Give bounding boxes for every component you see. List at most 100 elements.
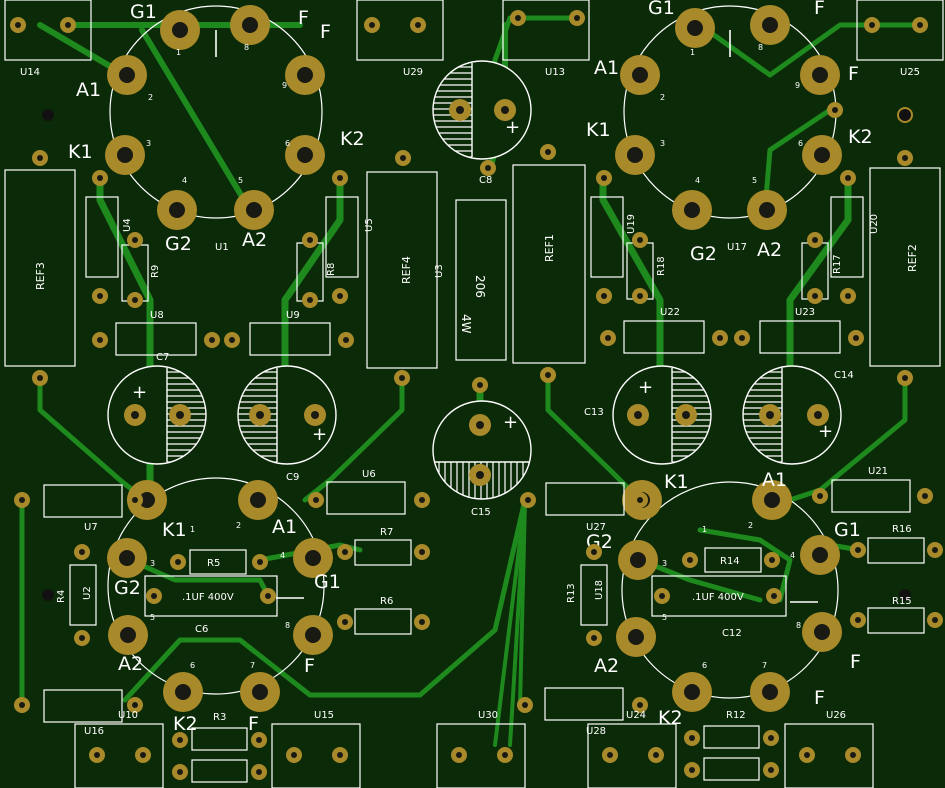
pad-hole	[79, 549, 85, 555]
pad-hole	[307, 297, 313, 303]
cap-hole	[256, 411, 264, 419]
trace	[508, 498, 527, 747]
label-4w: 4W	[459, 314, 473, 334]
cap-plus-sign: +	[503, 412, 518, 433]
u9-body	[249, 322, 331, 356]
pin-label-g1: G1	[130, 1, 157, 23]
trace	[139, 27, 253, 213]
pad-hole	[845, 293, 851, 299]
socket-pin-hole	[119, 550, 135, 566]
label-r16: R16	[892, 524, 912, 535]
mounting-hole	[899, 109, 911, 121]
cap-polarity-stripe	[238, 368, 278, 463]
r7-body	[354, 539, 412, 566]
pin-number: 3	[146, 139, 151, 148]
pad-hole	[175, 559, 181, 565]
u20-body	[830, 196, 864, 278]
pad-hole	[132, 702, 138, 708]
label-u9: U9	[286, 310, 300, 321]
pad-hole	[817, 493, 823, 499]
terminal-u16	[74, 723, 164, 788]
pad-hole	[689, 735, 695, 741]
label-c9: C9	[286, 472, 299, 483]
pad-hole	[637, 293, 643, 299]
label-c13: C13	[584, 407, 604, 418]
pin-label-f2: F	[814, 687, 825, 709]
u22-body	[623, 320, 705, 354]
pin-number: 4	[695, 176, 700, 185]
cap-hole	[766, 411, 774, 419]
label-u27: U27	[586, 522, 606, 533]
u5-body	[325, 196, 359, 278]
pad-hole	[477, 382, 483, 388]
socket-pin-hole	[297, 67, 313, 83]
pad-hole	[307, 237, 313, 243]
label-u22: U22	[660, 307, 680, 318]
cap-outline	[432, 60, 532, 160]
socket-pin-hole	[172, 22, 188, 38]
pad-hole	[94, 752, 100, 758]
pad-hole	[653, 752, 659, 758]
pad-hole	[739, 335, 745, 341]
pad-hole	[343, 337, 349, 343]
pin-number: 8	[244, 43, 249, 52]
pad-hole	[229, 337, 235, 343]
pad-hole	[15, 22, 21, 28]
pad-hole	[812, 293, 818, 299]
pin-label-a1: A1	[594, 57, 619, 79]
cap-hole	[682, 411, 690, 419]
pad-hole	[97, 337, 103, 343]
electrolytic-capacitor: +	[612, 365, 712, 465]
pin-number: 9	[795, 81, 800, 90]
socket-outline	[109, 5, 323, 219]
pin-label-a2: A2	[757, 239, 782, 261]
pad-hole	[369, 22, 375, 28]
pin-number: 1	[190, 525, 195, 534]
electrolytic-capacitor: +	[432, 400, 532, 500]
label-ref4: REF4	[400, 256, 413, 284]
pin-label-k2: K2	[658, 707, 683, 729]
r16-body	[867, 537, 925, 564]
pin-label-k1: K1	[664, 471, 689, 493]
cap-hole	[814, 411, 822, 419]
label-r4: R4	[56, 590, 67, 603]
pad-hole	[97, 293, 103, 299]
electrolytic-capacitor: +	[107, 365, 207, 465]
label-cap-right: .1UF 400V	[692, 592, 744, 603]
pad-hole	[313, 497, 319, 503]
socket-pin-hole	[139, 492, 155, 508]
label-u19: U19	[626, 214, 637, 234]
terminal-u25	[856, 0, 944, 61]
r3-body	[191, 727, 248, 751]
pad-hole	[337, 752, 343, 758]
label-r17: R17	[832, 254, 843, 274]
ref3-box	[4, 169, 76, 367]
socket-pin-hole	[627, 147, 643, 163]
pad-hole	[832, 107, 838, 113]
pad-hole	[525, 497, 531, 503]
pad-hole	[768, 735, 774, 741]
tube-ref-label: U17	[727, 242, 747, 253]
pin-label-k1: K1	[162, 519, 187, 541]
pad-hole	[502, 752, 508, 758]
socket-pin-hole	[246, 202, 262, 218]
socket-pin-hole	[759, 202, 775, 218]
pin-label-g2: G2	[165, 233, 192, 255]
u24-body	[544, 687, 624, 721]
pin-number: 5	[150, 613, 155, 622]
pad-hole	[917, 22, 923, 28]
socket-pin-hole	[120, 627, 136, 643]
pad-hole	[845, 175, 851, 181]
pad-hole	[132, 237, 138, 243]
socket-pin-hole	[250, 492, 266, 508]
pad-hole	[591, 635, 597, 641]
socket-pin-hole	[762, 17, 778, 33]
pad-hole	[419, 619, 425, 625]
pad-hole	[850, 752, 856, 758]
cap-hole	[176, 411, 184, 419]
cap-hole	[456, 106, 464, 114]
ref2-box	[869, 167, 941, 367]
pin-number: 2	[748, 521, 753, 530]
